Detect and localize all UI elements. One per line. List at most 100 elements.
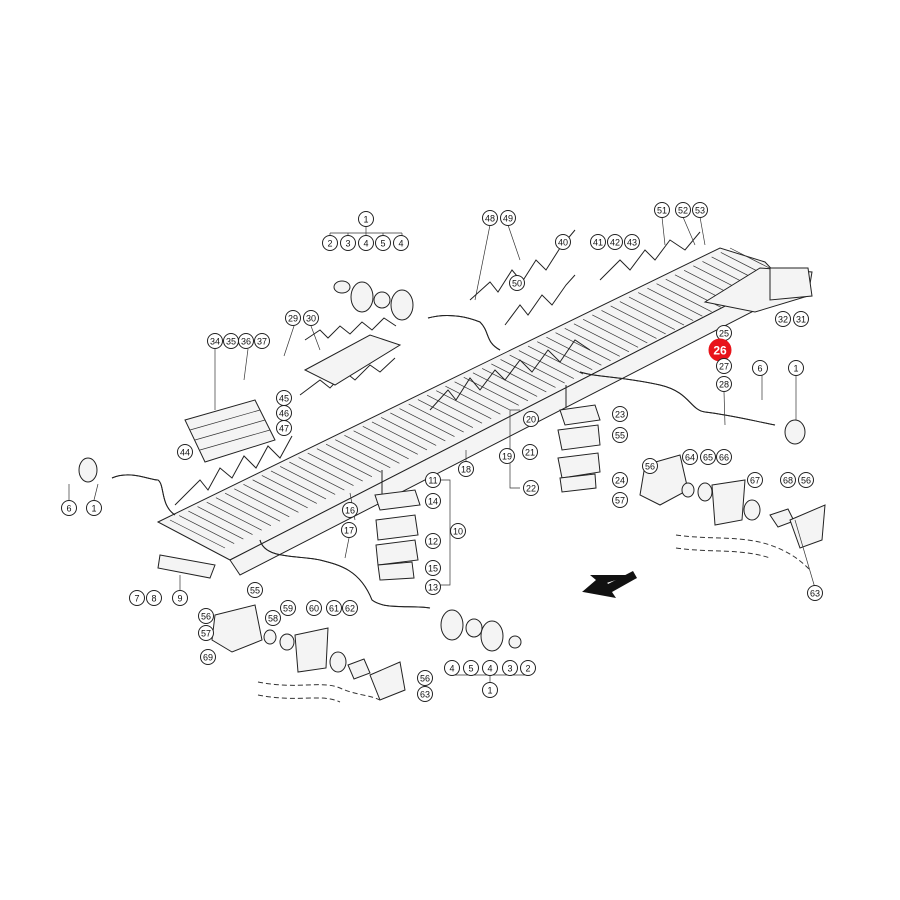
- callout[interactable]: 32: [775, 311, 791, 327]
- callout[interactable]: 56: [642, 458, 658, 474]
- callout[interactable]: 1: [482, 682, 498, 698]
- callout[interactable]: 17: [341, 522, 357, 538]
- callout[interactable]: 63: [807, 585, 823, 601]
- callout[interactable]: 44: [177, 444, 193, 460]
- callout-label: 65: [703, 453, 713, 463]
- callout[interactable]: 13: [425, 579, 441, 595]
- callout[interactable]: 10: [450, 523, 466, 539]
- callout[interactable]: 30: [303, 310, 319, 326]
- callout[interactable]: 1: [788, 360, 804, 376]
- callout[interactable]: 65: [700, 449, 716, 465]
- callout[interactable]: 19: [499, 448, 515, 464]
- callout[interactable]: 47: [276, 420, 292, 436]
- callout[interactable]: 42: [607, 234, 623, 250]
- callout[interactable]: 66: [716, 449, 732, 465]
- callout[interactable]: 23: [612, 406, 628, 422]
- callout-label: 10: [453, 527, 463, 537]
- callout[interactable]: 52: [675, 202, 691, 218]
- callout[interactable]: 59: [280, 600, 296, 616]
- callout-label: 1: [91, 504, 96, 514]
- callout[interactable]: 3: [340, 235, 356, 251]
- callout[interactable]: 35: [223, 333, 239, 349]
- callout[interactable]: 55: [247, 582, 263, 598]
- callout[interactable]: 7: [129, 590, 145, 606]
- callout[interactable]: 31: [793, 311, 809, 327]
- callout[interactable]: 56: [198, 608, 214, 624]
- callout[interactable]: 49: [500, 210, 516, 226]
- callout[interactable]: 20: [523, 411, 539, 427]
- callout[interactable]: 55: [612, 427, 628, 443]
- callout[interactable]: 64: [682, 449, 698, 465]
- callout[interactable]: 40: [555, 234, 571, 250]
- callout[interactable]: 48: [482, 210, 498, 226]
- callout[interactable]: 68: [780, 472, 796, 488]
- callout[interactable]: 1: [358, 211, 374, 227]
- callout[interactable]: 34: [207, 333, 223, 349]
- callout-circle: [146, 590, 162, 606]
- callout[interactable]: 25: [716, 325, 732, 341]
- callout[interactable]: 3: [502, 660, 518, 676]
- callout[interactable]: 29: [285, 310, 301, 326]
- callout[interactable]: 46: [276, 405, 292, 421]
- callout[interactable]: 4: [482, 660, 498, 676]
- callout[interactable]: 50: [509, 275, 525, 291]
- callout-circle: [393, 235, 409, 251]
- callout[interactable]: 67: [747, 472, 763, 488]
- callout[interactable]: 1: [86, 500, 102, 516]
- callout[interactable]: 5: [463, 660, 479, 676]
- callout[interactable]: 12: [425, 533, 441, 549]
- callout-circle: [807, 585, 823, 601]
- callout-highlighted[interactable]: 26: [708, 338, 732, 362]
- callout[interactable]: 4: [444, 660, 460, 676]
- callout-circle: [463, 660, 479, 676]
- callout[interactable]: 18: [458, 461, 474, 477]
- callout[interactable]: 14: [425, 493, 441, 509]
- callout[interactable]: 8: [146, 590, 162, 606]
- callout[interactable]: 36: [238, 333, 254, 349]
- callout[interactable]: 63: [417, 686, 433, 702]
- callout[interactable]: 5: [375, 235, 391, 251]
- callout[interactable]: 43: [624, 234, 640, 250]
- callout[interactable]: 15: [425, 560, 441, 576]
- callout-circle: [425, 533, 441, 549]
- callout[interactable]: 41: [590, 234, 606, 250]
- callout[interactable]: 21: [522, 444, 538, 460]
- callout[interactable]: 57: [198, 625, 214, 641]
- callout[interactable]: 60: [306, 600, 322, 616]
- callout[interactable]: 2: [520, 660, 536, 676]
- callout[interactable]: 37: [254, 333, 270, 349]
- callout[interactable]: 4: [358, 235, 374, 251]
- callout-label: 41: [593, 238, 603, 248]
- callout[interactable]: 4: [393, 235, 409, 251]
- callout[interactable]: 58: [265, 610, 281, 626]
- callout[interactable]: 24: [612, 472, 628, 488]
- callout-label: 53: [695, 206, 705, 216]
- callout[interactable]: 28: [716, 376, 732, 392]
- callout[interactable]: 45: [276, 390, 292, 406]
- callout-circle: [555, 234, 571, 250]
- callout[interactable]: 69: [200, 649, 216, 665]
- callout[interactable]: 11: [425, 472, 441, 488]
- callout[interactable]: 2: [322, 235, 338, 251]
- callout-label: 1: [793, 364, 798, 374]
- callout[interactable]: 51: [654, 202, 670, 218]
- callout[interactable]: 22: [523, 480, 539, 496]
- callout-label: 60: [309, 604, 319, 614]
- callout[interactable]: 61: [326, 600, 342, 616]
- callout[interactable]: 27: [716, 358, 732, 374]
- callout[interactable]: 53: [692, 202, 708, 218]
- callout[interactable]: 56: [798, 472, 814, 488]
- sieve-slat: [316, 448, 373, 477]
- callout[interactable]: 16: [342, 502, 358, 518]
- callout[interactable]: 62: [342, 600, 358, 616]
- callout-label: 5: [468, 664, 473, 674]
- callout[interactable]: 57: [612, 492, 628, 508]
- callout[interactable]: 6: [752, 360, 768, 376]
- sieve-slat: [362, 426, 418, 455]
- callout-circle: [129, 590, 145, 606]
- callout[interactable]: 6: [61, 500, 77, 516]
- callout-circle: [523, 411, 539, 427]
- sieve-slat: [500, 359, 556, 388]
- callout[interactable]: 9: [172, 590, 188, 606]
- callout[interactable]: 56: [417, 670, 433, 686]
